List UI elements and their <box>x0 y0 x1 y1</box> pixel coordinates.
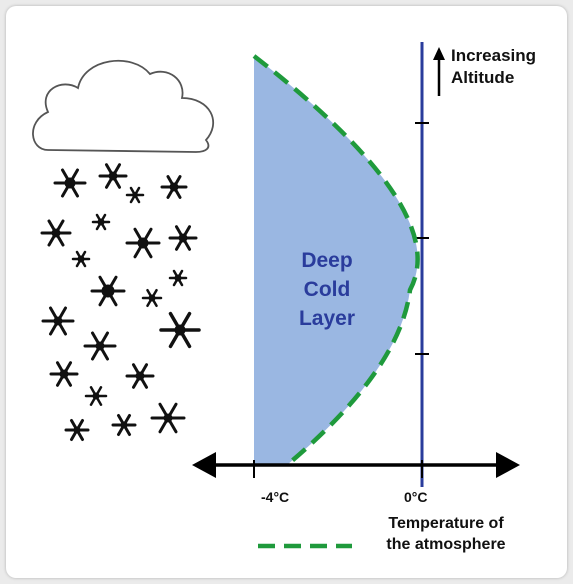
layer-label-line1: Deep <box>301 249 353 272</box>
snowflake-icon <box>168 225 198 251</box>
snowflake-icon <box>168 269 188 287</box>
snowflake-icon <box>141 288 163 308</box>
snowflake-icon <box>125 363 155 389</box>
diagram-card: Increasing Altitude Deep Cold Layer -4°C… <box>6 6 567 578</box>
deep-cold-layer-label: Deep Cold Layer <box>272 246 382 333</box>
snowflake-icon <box>90 275 126 307</box>
altitude-label-line1: Increasing <box>451 46 537 65</box>
diagram-graphic <box>32 42 520 549</box>
cold-layer-area <box>254 56 418 465</box>
altitude-label: Increasing Altitude <box>451 45 536 89</box>
legend-label-line1: Temperature of <box>388 515 504 532</box>
snowflake-icon <box>41 306 75 336</box>
tick-label-minus4: -4°C <box>261 489 290 505</box>
snowflake-icon <box>111 414 137 436</box>
snowflake-icon <box>40 219 72 247</box>
layer-label-line2: Cold <box>303 278 351 301</box>
snowflake-icon <box>83 331 117 361</box>
snowflake-icon <box>84 386 108 406</box>
snowflake-icon <box>71 250 91 268</box>
snowflake-icon <box>150 402 186 434</box>
legend-label-line2: the atmosphere <box>386 536 506 553</box>
altitude-label-line2: Altitude <box>451 68 515 87</box>
temperature-profile-line <box>252 54 420 467</box>
snowflake-icon <box>49 361 79 387</box>
snowflake-icon <box>159 311 201 349</box>
snowflake-icon <box>98 163 128 189</box>
snowflake-icon <box>64 419 90 441</box>
snowflake-icon <box>125 186 145 204</box>
temperature-ticks <box>253 460 423 478</box>
snowflakes <box>40 163 201 441</box>
legend-label: Temperature of the atmosphere <box>361 513 531 555</box>
snowflake-icon <box>160 175 188 199</box>
axis-arrow-right-icon <box>496 452 520 478</box>
snowflake-icon <box>53 168 87 198</box>
tick-label-zero: 0°C <box>404 489 428 505</box>
axis-arrow-left-icon <box>192 452 216 478</box>
altitude-ticks <box>415 122 429 355</box>
snowflake-icon <box>125 227 161 259</box>
cloud-icon <box>32 60 215 153</box>
altitude-up-arrow-icon <box>433 47 445 96</box>
snowflake-icon <box>91 213 111 231</box>
layer-label-line3: Layer <box>298 307 356 330</box>
